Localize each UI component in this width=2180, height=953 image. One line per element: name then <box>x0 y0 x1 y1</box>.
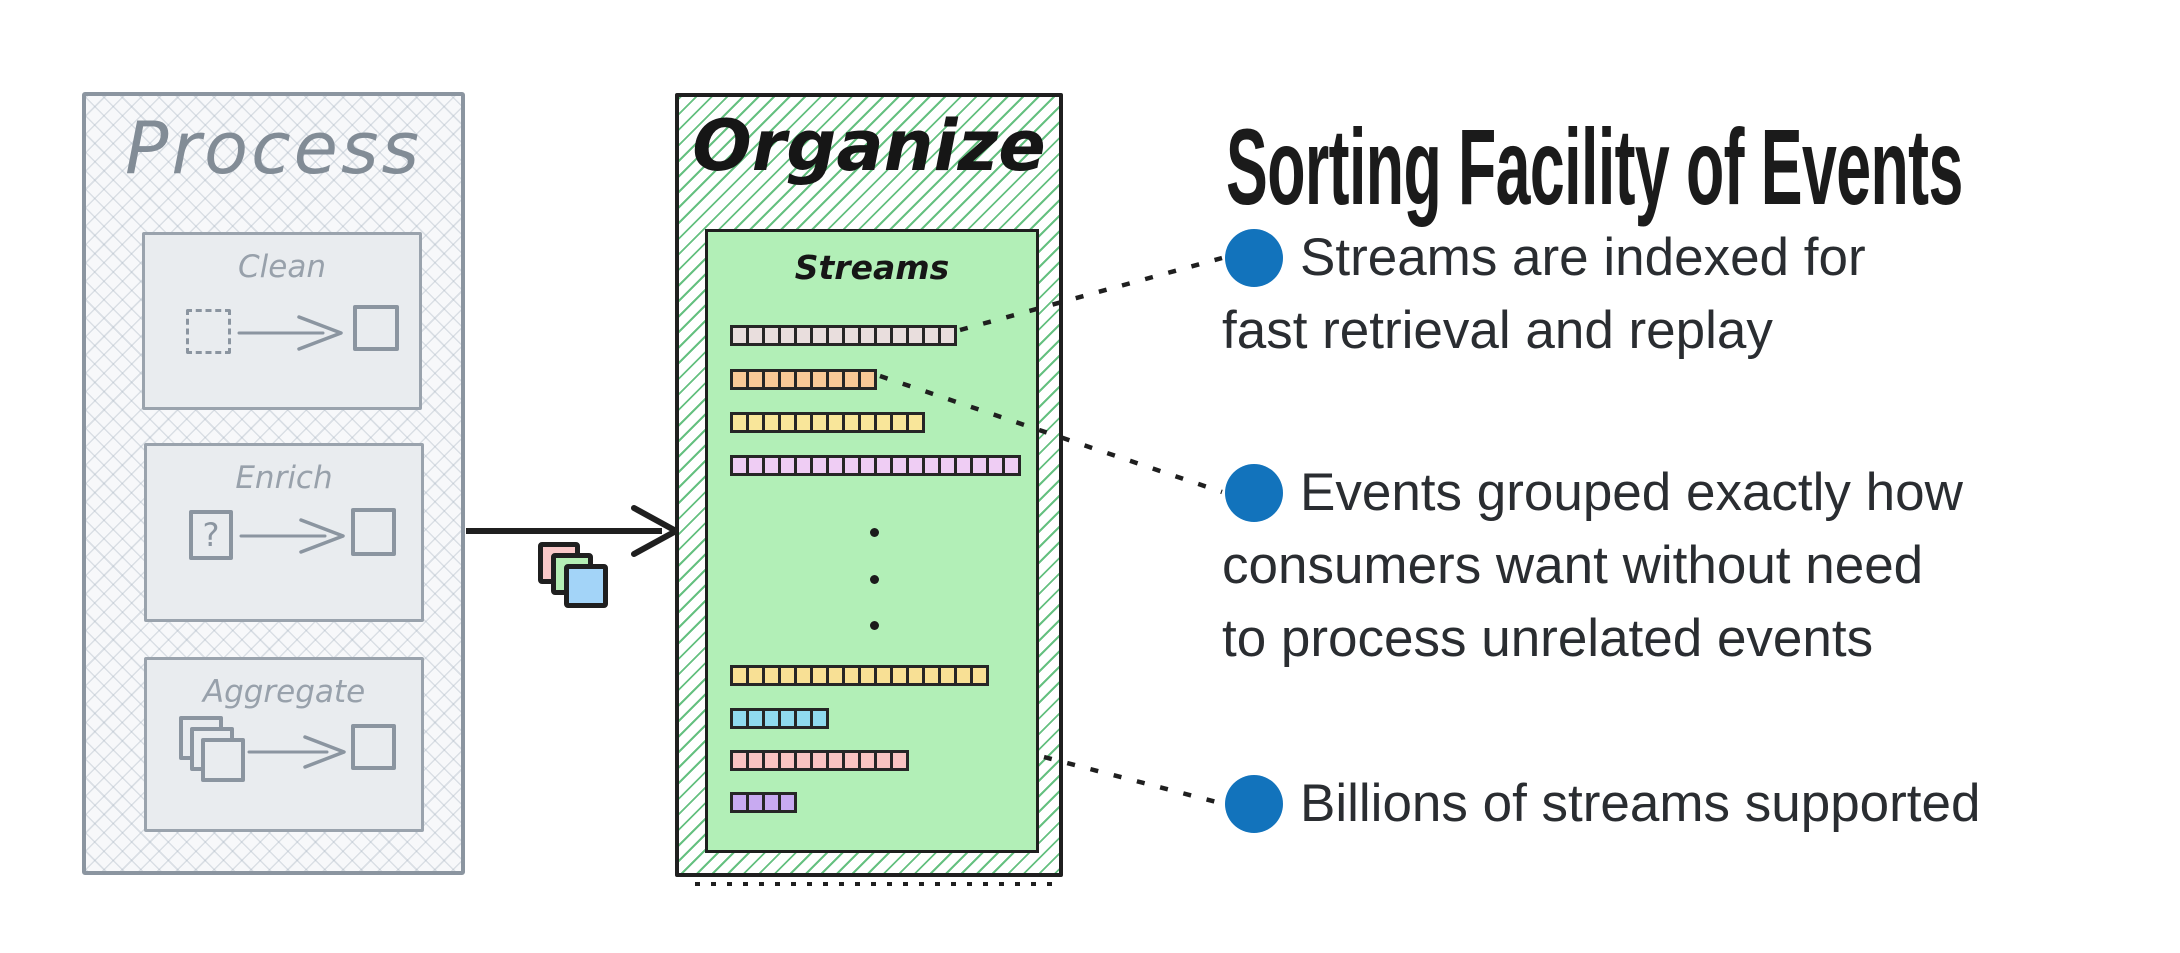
step-label-enrich: Enrich <box>235 460 333 496</box>
dashed-square-icon <box>186 309 231 354</box>
question-mark: ? <box>202 516 220 554</box>
bullet-2-line-1: Events grouped exactly how <box>1300 463 1963 522</box>
event-segment <box>906 412 925 433</box>
stream-bar <box>730 325 957 346</box>
event-segment <box>858 369 877 390</box>
transform-arrow-icon <box>237 315 343 351</box>
stream-bar <box>730 708 829 729</box>
bullet-dot-icon <box>1225 775 1283 833</box>
bullet-1-line-1: Streams are indexed for <box>1300 228 1866 287</box>
process-step-clean: Clean <box>142 232 422 410</box>
event-segment <box>810 708 829 729</box>
step-label-aggregate: Aggregate <box>202 674 366 710</box>
stream-bar <box>730 412 925 433</box>
bullet-1: Streams are indexed for fast retrieval a… <box>1222 221 2152 367</box>
bullet-dot-icon <box>1225 229 1283 287</box>
event-segment <box>778 792 797 813</box>
streams-panel: Streams <box>705 229 1039 853</box>
bullet-3-line-1: Billions of streams supported <box>1300 774 1981 833</box>
square-icon <box>351 508 396 556</box>
event-stack-icon <box>538 542 610 612</box>
transform-arrow-icon <box>239 518 345 554</box>
event-square-blue <box>564 564 608 608</box>
event-segment <box>970 665 989 686</box>
event-segment <box>938 325 957 346</box>
event-segment <box>1002 455 1021 476</box>
bullet-2-line-3: to process unrelated events <box>1222 609 1874 668</box>
bullet-2: Events grouped exactly how consumers wan… <box>1222 456 2152 675</box>
question-square-icon: ? <box>189 510 233 560</box>
process-box: Process Clean Enrich ? Aggregate <box>82 92 465 875</box>
ellipsis-dot <box>870 621 879 630</box>
event-segment <box>890 750 909 771</box>
bullet-dot-icon <box>1225 464 1283 522</box>
ellipsis-dot <box>870 575 879 584</box>
annotations-title: Sorting Facility of Events <box>1226 106 1963 227</box>
process-step-enrich: Enrich ? <box>144 443 424 622</box>
transform-arrow-icon <box>247 735 346 769</box>
organize-title: Organize <box>692 105 1046 187</box>
organize-box: Organize Streams <box>675 93 1063 877</box>
process-step-aggregate: Aggregate <box>144 657 424 832</box>
streams-title: Streams <box>794 248 950 287</box>
process-title: Process <box>125 106 422 190</box>
stream-bar <box>730 792 797 813</box>
bullet-3: Billions of streams supported <box>1222 767 2152 840</box>
stream-bar <box>730 665 989 686</box>
stream-bar <box>730 455 1021 476</box>
bullet-1-line-2: fast retrieval and replay <box>1222 301 1773 360</box>
square-icon <box>351 724 396 770</box>
stream-bar <box>730 750 909 771</box>
stream-bar <box>730 369 877 390</box>
bullet-2-line-2: consumers want without need <box>1222 536 1924 595</box>
step-label-clean: Clean <box>238 249 326 285</box>
ellipsis-dot <box>870 528 879 537</box>
stacked-squares-icon <box>179 716 249 786</box>
square-icon <box>353 305 399 351</box>
